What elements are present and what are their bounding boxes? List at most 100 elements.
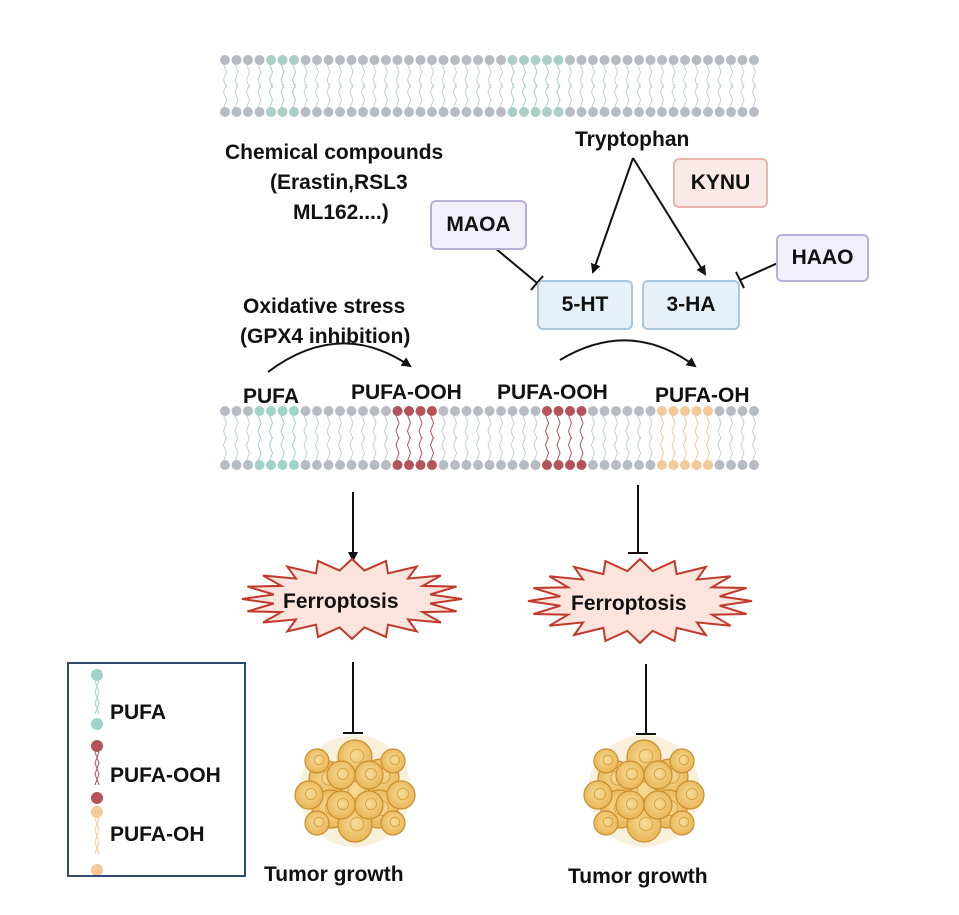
- tumor-cell: [593, 748, 619, 774]
- lipid-tail: [429, 63, 435, 109]
- lipid-head-inner: [427, 460, 437, 470]
- lipid-head-inner: [542, 460, 552, 470]
- lipid-tail: [303, 414, 308, 462]
- lipid-tail: [705, 414, 711, 462]
- tumor-cell: [380, 810, 406, 836]
- lipid-tail: [544, 63, 550, 109]
- lipid-tail: [717, 63, 722, 109]
- lipid-head-outer: [668, 55, 679, 65]
- lipid-head-inner: [588, 107, 598, 117]
- lipid-head-outer: [335, 406, 345, 416]
- lipid-head-outer: [657, 55, 667, 65]
- lipid-head-outer: [312, 55, 322, 65]
- lipid-tail: [613, 63, 619, 109]
- lipid-head-outer: [588, 406, 598, 416]
- lipid-tail: [717, 414, 722, 462]
- lipid-head-inner: [254, 460, 265, 470]
- tumor-cell: [386, 780, 416, 810]
- lipid-tail: [498, 414, 504, 462]
- lipid-head-outer: [611, 406, 621, 416]
- tumor-cell: [354, 790, 384, 820]
- tumor-cell: [669, 748, 695, 774]
- lipid-tail: [556, 414, 561, 462]
- lipid-head-outer: [231, 55, 242, 65]
- lipid-head-inner: [461, 107, 472, 117]
- tumor-cell: [615, 760, 645, 790]
- lipid-head-inner: [565, 107, 575, 117]
- lipid-head-outer: [243, 55, 253, 65]
- lipid-head-outer: [254, 55, 265, 65]
- lipid-head-outer: [680, 55, 690, 65]
- lipid-head-outer: [714, 55, 725, 65]
- lipid-tail: [671, 414, 676, 462]
- lipid-head-inner: [599, 460, 610, 470]
- lipid-head-outer: [266, 406, 276, 416]
- lipid-head-outer: [484, 406, 495, 416]
- lipid-tail: [510, 63, 515, 109]
- lipid-head-inner: [404, 460, 414, 470]
- lipid-head-inner: [576, 460, 587, 470]
- lipid-head-outer: [714, 406, 725, 416]
- tumor-cell-nucleus: [678, 816, 690, 828]
- lipid-head-outer: [473, 55, 483, 65]
- lipid-head-inner: [530, 107, 541, 117]
- lipid-head-inner: [220, 460, 230, 470]
- lipid-head-inner: [254, 107, 265, 117]
- lipid-head-outer: [381, 55, 391, 65]
- lipid-head-outer: [588, 55, 598, 65]
- tumor-cell-nucleus: [653, 767, 667, 781]
- lipid-head-outer: [381, 406, 391, 416]
- lipid-head-inner: [381, 460, 391, 470]
- lipid-head-outer: [622, 55, 633, 65]
- lipid-head-inner: [438, 107, 449, 117]
- tumor-growth-left-label: Tumor growth: [264, 863, 404, 886]
- lipid-head-outer: [530, 406, 541, 416]
- lipid-head-inner: [220, 107, 230, 117]
- lipid-tail: [579, 414, 584, 462]
- lipid-head-outer: [231, 406, 242, 416]
- lipid-head-outer: [427, 55, 437, 65]
- lipid-tail: [487, 414, 492, 462]
- tumor-cell: [643, 790, 673, 820]
- lipid-head-outer: [634, 406, 644, 416]
- lipid-tail: [406, 414, 412, 462]
- tumor-cell: [583, 780, 613, 810]
- lipid-head-outer: [358, 406, 368, 416]
- lipid-head-inner: [415, 460, 426, 470]
- lipid-head-outer: [519, 406, 529, 416]
- ferroptosis-right-label: Ferroptosis: [571, 592, 687, 615]
- chemical-compounds-more-label: ML162....): [293, 201, 389, 224]
- pufa-ooh-right-label: PUFA-OOH: [497, 381, 608, 404]
- lipid-tail: [740, 414, 745, 462]
- lipid-tail: [556, 63, 561, 109]
- tumor-growth-right-label: Tumor growth: [568, 865, 708, 888]
- arrow-pufa-to-pufa-ooh: [267, 342, 412, 373]
- lipid-tail: [280, 63, 285, 109]
- lipid-head-inner: [703, 460, 713, 470]
- lipid-head-outer: [220, 406, 230, 416]
- lipid-tail: [337, 63, 343, 109]
- lipid-tail: [590, 63, 596, 109]
- maoa-inhibition-line: [494, 247, 538, 284]
- lipid-tail: [659, 414, 665, 462]
- tumor-cell-nucleus: [389, 816, 401, 828]
- lipid-tail: [268, 63, 274, 109]
- lipid-head-outer: [346, 55, 357, 65]
- lipid-head-outer: [737, 55, 748, 65]
- lipid-head-inner: [277, 460, 288, 470]
- lipid-tail: [533, 63, 538, 109]
- lipid-head-inner: [576, 107, 587, 117]
- lipid-head-inner: [519, 107, 529, 117]
- lipid-head-outer: [519, 55, 529, 65]
- lipid-head-inner: [668, 107, 679, 117]
- lipid-head-outer: [726, 55, 736, 65]
- lipid-head-outer: [369, 406, 380, 416]
- lipid-tail: [360, 414, 366, 462]
- lipid-head-outer: [473, 406, 483, 416]
- lipid-tail: [245, 63, 251, 109]
- lipid-head-inner: [553, 107, 564, 117]
- lipid-head-outer: [461, 406, 472, 416]
- lipid-tail: [636, 63, 642, 109]
- lipid-head-inner: [438, 460, 449, 470]
- lipid-tail: [222, 63, 228, 109]
